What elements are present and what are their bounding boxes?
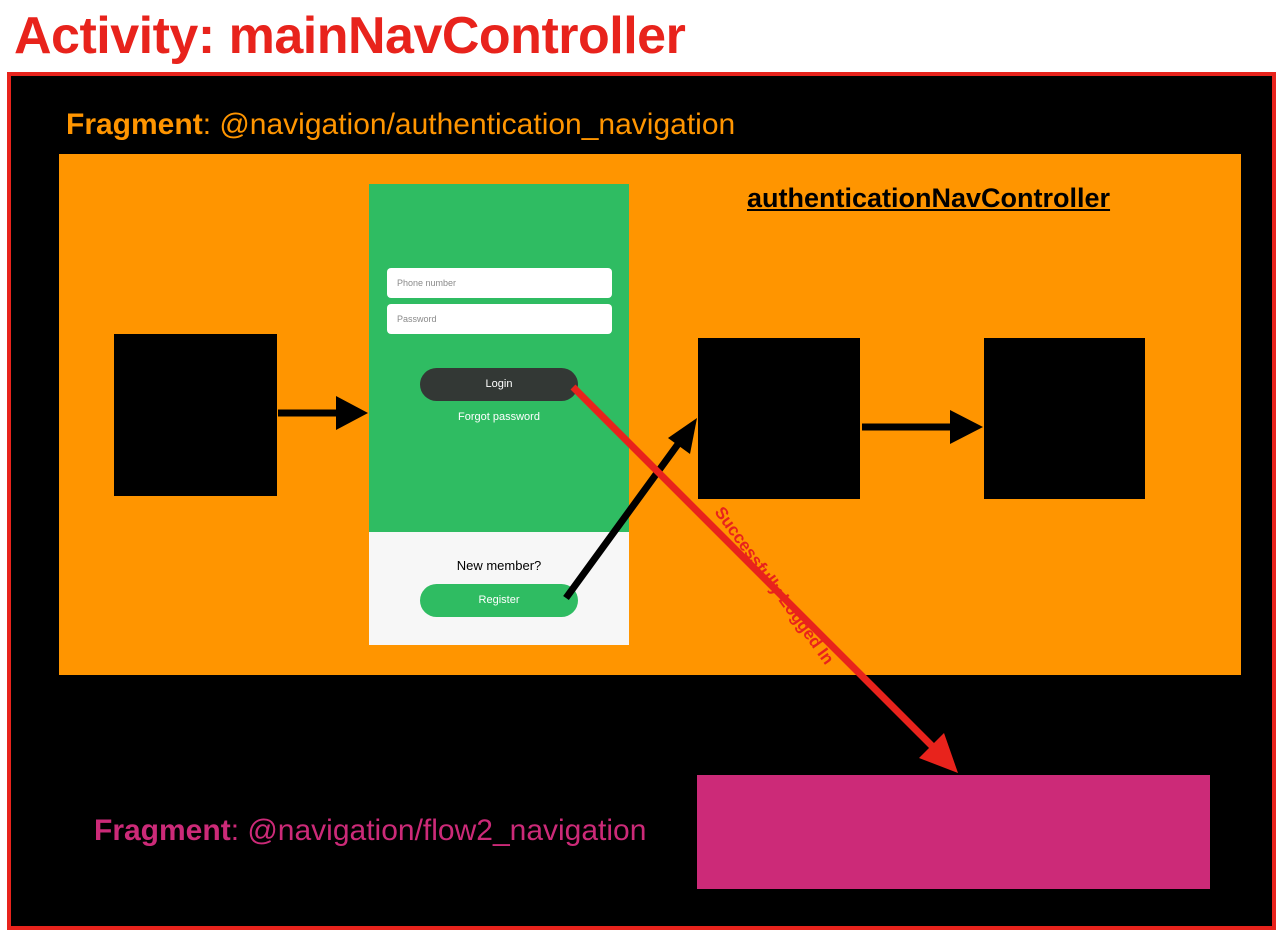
- successfully-logged-in-label: Successfully Logged In: [711, 503, 838, 668]
- nav-controller-label: authenticationNavController: [747, 183, 1111, 213]
- password-field[interactable]: Password: [387, 304, 612, 334]
- arrow-login-to-flow2: [570, 384, 958, 773]
- auth-fragment-path: : @navigation/authentication_navigation: [202, 108, 736, 141]
- arrow-fragment-to-next: [862, 410, 983, 444]
- login-screen-header: Phone number Password Login Forgot passw…: [369, 184, 629, 532]
- forgot-password-link[interactable]: Forgot password: [458, 411, 540, 423]
- arrow-register-to-fragment: [563, 418, 697, 601]
- login-button[interactable]: Login: [420, 368, 578, 401]
- register-fragment-box: [698, 338, 860, 499]
- auth-fragment-prefix: Fragment: [66, 108, 203, 141]
- phone-number-field[interactable]: Phone number: [387, 268, 612, 298]
- start-fragment-box: [114, 334, 277, 496]
- auth-fragment-label: Fragment: @navigation/authentication_nav…: [66, 108, 735, 142]
- arrow-start-to-login: [278, 396, 368, 430]
- flow2-fragment-label: Fragment: @navigation/flow2_navigation: [94, 814, 646, 848]
- flow2-nav-host: [697, 775, 1210, 889]
- next-fragment-box: [984, 338, 1145, 499]
- flow2-fragment-prefix: Fragment: [94, 814, 231, 847]
- register-button[interactable]: Register: [420, 584, 578, 617]
- login-screen: Phone number Password Login Forgot passw…: [369, 184, 629, 645]
- flow2-fragment-path: : @navigation/flow2_navigation: [230, 814, 647, 847]
- new-member-label: New member?: [456, 558, 542, 573]
- activity-title: Activity: mainNavController: [14, 7, 686, 65]
